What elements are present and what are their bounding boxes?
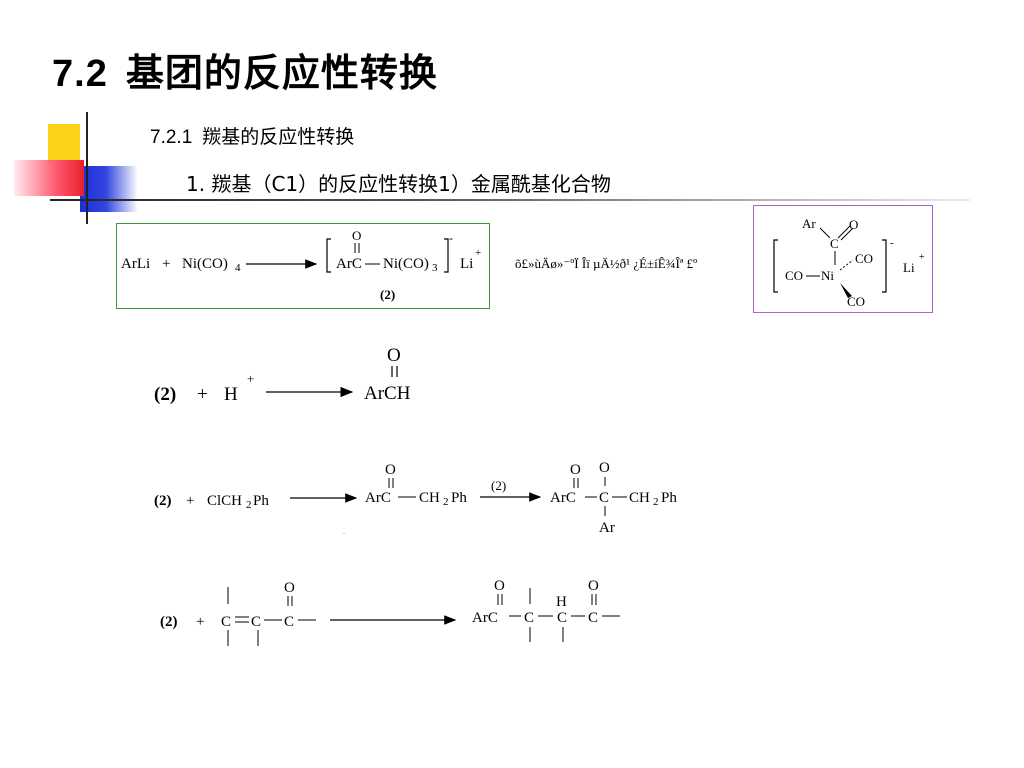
r3-dot: . xyxy=(343,527,345,536)
r2-plus: + xyxy=(197,384,208,405)
title-number: 7.2 xyxy=(52,53,108,95)
r3-arrow-label: (2) xyxy=(491,478,506,493)
reaction2: (2) + H + O ArCH xyxy=(154,345,411,405)
r4-po1: O xyxy=(494,578,505,594)
decor-yellow-square xyxy=(48,124,80,164)
r1-sub4: 4 xyxy=(235,262,241,274)
cx-ni: Ni xyxy=(821,268,834,283)
r3-ar: Ar xyxy=(599,520,615,536)
r1-reagent-a: ArLi xyxy=(121,256,150,272)
r2-h: H xyxy=(224,384,238,405)
reaction3: (2) + ClCH 2 Ph O ArC CH 2 Ph (2) O O Ar… xyxy=(154,460,677,536)
r3-ph3: Ph xyxy=(661,490,677,506)
cx-ar: Ar xyxy=(802,216,816,231)
cx-bracket-left xyxy=(773,239,778,293)
decor-red-square xyxy=(14,160,84,196)
r3-sub2c: 2 xyxy=(653,496,659,508)
r3-reagent: ClCH xyxy=(207,493,242,509)
decor-horizontal-line xyxy=(50,199,970,201)
r1-bracket-left xyxy=(326,238,331,273)
r4-c: C xyxy=(524,610,534,626)
cx-co2: CO xyxy=(785,268,803,283)
garbled-text: õ£»ùÄø»⁻ºÏ Îï µÄ½ð¹ ¿É±íÊ¾Îª £º xyxy=(515,256,698,271)
r1-sub3: 3 xyxy=(432,262,438,274)
r4-pc: C xyxy=(557,610,567,626)
decor-vertical-line xyxy=(86,112,88,224)
r4-h: H xyxy=(556,594,567,610)
r2-hplus: + xyxy=(247,371,254,386)
r1-nico: Ni(CO) xyxy=(383,256,429,272)
cx-minus: - xyxy=(890,237,894,249)
r3-plus: + xyxy=(186,493,194,509)
r1-plus: + xyxy=(162,256,170,272)
r1-li: Li xyxy=(460,256,473,272)
r1-o: O xyxy=(352,228,361,243)
r1-minus: - xyxy=(449,231,453,245)
section-number: 7.2.1 xyxy=(150,127,193,148)
title-text: 基团的反应性转换 xyxy=(125,51,438,95)
cx-li-plus: + xyxy=(919,252,925,263)
complex: Ar O C CO CO Ni CO - Li + xyxy=(773,216,925,309)
r1-reagent-b: Ni(CO) xyxy=(182,256,228,272)
r3-c: C xyxy=(599,490,609,506)
r4-plus: + xyxy=(196,614,204,630)
r2-product: ArCH xyxy=(364,383,411,404)
page-title: 7.2 基团的反应性转换 xyxy=(52,42,438,97)
r3-ch2: CH xyxy=(419,490,440,506)
r4-c2: C xyxy=(251,614,261,630)
r4-o: O xyxy=(284,580,295,596)
item-heading: 1. 羰基（C1）的反应性转换1）金属酰基化合物 xyxy=(186,168,611,197)
reaction4: (2) + C C O C O ArC C H C O C xyxy=(160,578,620,646)
r4-po2: O xyxy=(588,578,599,594)
item-suffix: 1）金属酰基化合物 xyxy=(438,172,611,196)
cx-bracket-right xyxy=(882,239,887,293)
decor-blue-square xyxy=(80,166,138,212)
cx-co3: CO xyxy=(847,294,865,309)
reaction1-box xyxy=(116,223,490,309)
r3-label: (2) xyxy=(154,493,172,509)
r4-label: (2) xyxy=(160,614,178,630)
r3-sub2b: 2 xyxy=(443,496,449,508)
reaction1: ArLi + Ni(CO) 4 O ArC Ni(CO) 3 - Li + (2… xyxy=(121,228,481,302)
r3-sub2a: 2 xyxy=(246,499,252,511)
cx-li: Li xyxy=(903,260,915,275)
cx-c: C xyxy=(830,236,839,251)
r2-label: (2) xyxy=(154,384,176,405)
r4-c3: C xyxy=(284,614,294,630)
r1-bracket-right xyxy=(444,238,449,273)
r3-o2: O xyxy=(599,460,610,476)
r2-o: O xyxy=(387,345,401,366)
r3-o1: O xyxy=(570,462,581,478)
item-text: 1. 羰基（C1）的反应性转换 xyxy=(186,172,439,196)
r3-arc: ArC xyxy=(365,490,391,506)
r4-c1: C xyxy=(221,614,231,630)
cx-o: O xyxy=(849,217,858,232)
r4-arc: ArC xyxy=(472,610,498,626)
section-text: 羰基的反应性转换 xyxy=(202,126,355,148)
r1-arc: ArC xyxy=(336,256,362,272)
complex-box xyxy=(753,205,933,313)
r3-ph: Ph xyxy=(253,493,269,509)
section-heading: 7.2.1 羰基的反应性转换 xyxy=(150,122,354,149)
r3-ph2: Ph xyxy=(451,490,467,506)
r3-o: O xyxy=(385,462,396,478)
r3-ch2b: CH xyxy=(629,490,650,506)
r1-label: (2) xyxy=(380,287,395,302)
r1-li-plus: + xyxy=(475,247,481,259)
r3-arc2: ArC xyxy=(550,490,576,506)
cx-co1: CO xyxy=(855,251,873,266)
r4-pc2: C xyxy=(588,610,598,626)
